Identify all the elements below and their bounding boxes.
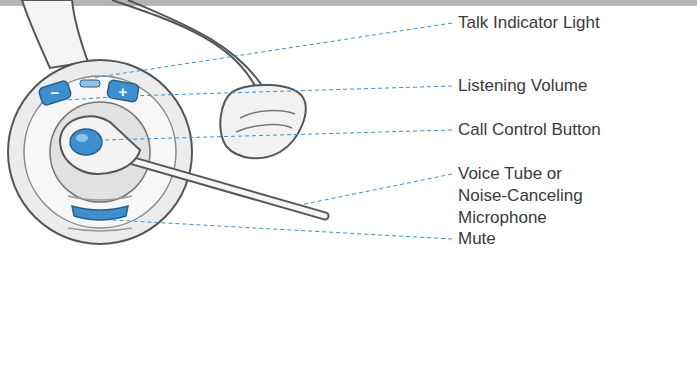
earpiece-groove	[68, 196, 132, 231]
earpiece	[8, 60, 192, 244]
volume-up-button	[107, 80, 140, 103]
boom-pivot	[60, 116, 140, 173]
leader-line	[92, 23, 452, 78]
call-control-button	[70, 129, 102, 155]
button-highlight	[76, 134, 88, 142]
leader-line	[112, 220, 452, 239]
button-symbol: +	[116, 84, 130, 99]
top-bar	[0, 0, 697, 6]
ear-pad	[220, 85, 305, 158]
ear-pad-ridge	[236, 111, 295, 132]
earpiece-face	[24, 76, 176, 228]
leader-lines	[66, 23, 452, 239]
button-symbol: −	[48, 85, 62, 100]
headband	[22, 0, 88, 68]
leader-line	[300, 174, 452, 205]
talk-indicator-light	[80, 80, 100, 87]
part-label: Talk Indicator Light	[458, 12, 600, 34]
part-label: Listening Volume	[458, 75, 587, 97]
part-label: Mute	[458, 228, 496, 250]
volume-down-button	[38, 80, 72, 106]
mute-button	[72, 206, 128, 220]
part-label: Call Control Button	[458, 119, 601, 141]
part-label: Voice Tube or Noise-Canceling Microphone	[458, 163, 608, 229]
earpiece-ring	[50, 102, 150, 202]
leader-line	[104, 130, 452, 140]
